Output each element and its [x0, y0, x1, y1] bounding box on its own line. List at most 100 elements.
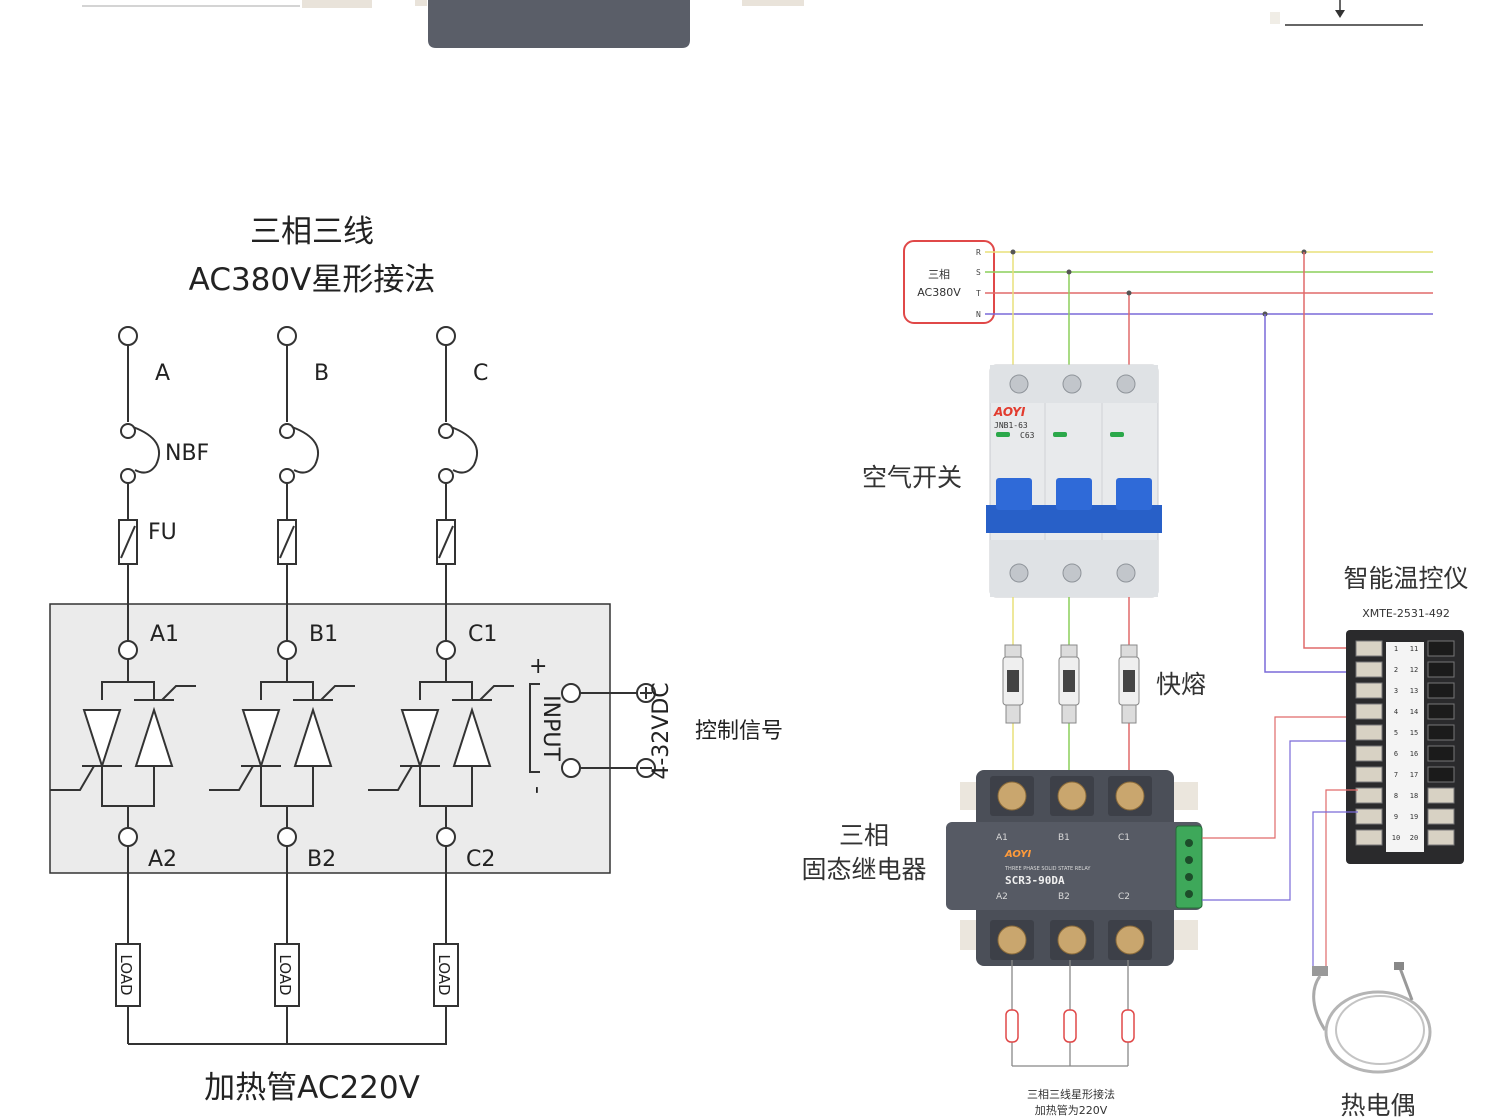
controller-terminal-right — [1427, 787, 1455, 804]
load-b — [274, 943, 300, 1007]
controller-terminal-right — [1427, 682, 1455, 699]
input-minus-sign: - — [525, 786, 550, 794]
controller-terminal-left — [1355, 787, 1383, 804]
thyristor-down-a — [82, 709, 122, 770]
wiring-diagram: 三相 AC380V R S T N AOYI — [801, 240, 1469, 1120]
controller-terminal-right — [1427, 661, 1455, 678]
input-label: INPUT — [538, 695, 563, 761]
controller-pin-number: 18 — [1410, 792, 1418, 800]
nbf-switch-c — [450, 426, 479, 474]
phase-c-label: C — [473, 361, 488, 386]
solid-state-relay: A1 B1 C1 AOYI THREE PHASE SOLID STATE RE… — [946, 770, 1203, 966]
ssr-control-terminal — [1175, 825, 1203, 909]
terminal-in-b — [277, 640, 297, 660]
controller-pin-number: 17 — [1410, 771, 1418, 779]
thyristor-down-c — [400, 709, 440, 770]
controller-terminal-left — [1355, 682, 1383, 699]
nbf-switch-b — [291, 426, 320, 474]
heater-loads — [1005, 960, 1135, 1067]
controller-pin-number: 8 — [1394, 792, 1398, 800]
bus-n-label: N — [976, 310, 981, 319]
ssr-term-a1: A1 — [996, 833, 1008, 843]
controller-terminal-left — [1355, 703, 1383, 720]
ssr-module-box — [49, 603, 611, 874]
load-c-label: LOAD — [435, 954, 453, 995]
ssr-term-b2: B2 — [1058, 892, 1070, 902]
controller-terminal-left — [1355, 640, 1383, 657]
term-a2-label: A2 — [148, 847, 177, 872]
load-a — [115, 943, 141, 1007]
ssr-label-line1: 三相 — [839, 821, 889, 850]
controller-terminal-right — [1427, 724, 1455, 741]
controller-pin-number: 9 — [1394, 813, 1398, 821]
controller-terminal-right — [1427, 766, 1455, 783]
terminal-out-c — [436, 827, 456, 847]
fast-fuses — [1002, 644, 1140, 724]
wiring-note-line1: 三相三线星形接法 — [1027, 1087, 1115, 1101]
controller-pin-number: 7 — [1394, 771, 1398, 779]
supply-label-line2: AC380V — [917, 286, 961, 299]
minus-terminal-icon — [636, 758, 656, 778]
switch-contact-a — [120, 423, 136, 439]
thyristor-up-b — [293, 706, 333, 767]
nbf-label: NBF — [165, 441, 209, 466]
controller-pin-number: 15 — [1410, 729, 1418, 737]
supply-terminal-c — [436, 326, 456, 346]
control-signal-label: 控制信号 — [695, 719, 783, 744]
control-plus-terminal — [561, 683, 581, 703]
controller-terminal-left — [1355, 661, 1383, 678]
fuse-label: 快熔 — [1156, 670, 1206, 699]
controller-pin-number: 4 — [1394, 708, 1398, 716]
controller-terminal-right — [1427, 640, 1455, 657]
bus-r-label: R — [976, 248, 981, 257]
ssr-model: SCR3-90DA — [1005, 874, 1065, 887]
controller-terminal-right — [1427, 808, 1455, 825]
bus-s-label: S — [976, 268, 981, 277]
ssr-term-c2: C2 — [1118, 892, 1130, 902]
controller-terminal-right — [1427, 745, 1455, 762]
terminal-out-b — [277, 827, 297, 847]
controller-terminal-left — [1355, 808, 1383, 825]
controller-pin-number: 19 — [1410, 813, 1418, 821]
controller-pin-number: 6 — [1394, 750, 1398, 758]
controller-pin-number: 16 — [1410, 750, 1418, 758]
terminal-out-a — [118, 827, 138, 847]
controller-pin-number: 20 — [1410, 834, 1418, 842]
bus-t-label: T — [976, 289, 981, 298]
plus-terminal-icon — [636, 683, 656, 703]
thyristor-up-a — [134, 706, 174, 767]
breaker-model: JNB1-63 — [994, 421, 1028, 430]
controller-model: XMTE-2531-492 — [1362, 607, 1450, 620]
thermocouple — [1312, 962, 1432, 1074]
supply-box — [903, 240, 995, 324]
controller-pin-number: 10 — [1392, 834, 1400, 842]
controller-label: 智能温控仪 — [1343, 564, 1468, 593]
nbf-switch-a — [132, 426, 161, 474]
switch-contact-b — [279, 423, 295, 439]
terminal-in-a — [118, 640, 138, 660]
term-b2-label: B2 — [307, 847, 336, 872]
wiring-note-line2: 加热管为220V — [1035, 1103, 1108, 1117]
controller-terminal-left — [1355, 829, 1383, 846]
voltage-label: 4-32VDC — [649, 682, 674, 779]
controller-pin-number: 3 — [1394, 687, 1398, 695]
phase-b-label: B — [314, 361, 329, 386]
supply-terminal-a — [118, 326, 138, 346]
control-minus-terminal — [561, 758, 581, 778]
breaker-rating: C63 — [1020, 431, 1035, 440]
controller-terminal-right — [1427, 703, 1455, 720]
heater-label: 加热管AC220V — [204, 1070, 420, 1106]
ssr-term-c1: C1 — [1118, 833, 1130, 843]
controller-terminal-right — [1427, 829, 1455, 846]
controller-pin-number: 5 — [1394, 729, 1398, 737]
terminal-in-c — [436, 640, 456, 660]
switch-contact-c — [438, 423, 454, 439]
supply-terminal-b — [277, 326, 297, 346]
supply-label-line1: 三相 — [928, 268, 950, 281]
controller-pin-number: 13 — [1410, 687, 1418, 695]
term-b1-label: B1 — [309, 622, 338, 647]
ssr-brand: AOYI — [1004, 849, 1031, 860]
thyristor-down-b — [241, 709, 281, 770]
